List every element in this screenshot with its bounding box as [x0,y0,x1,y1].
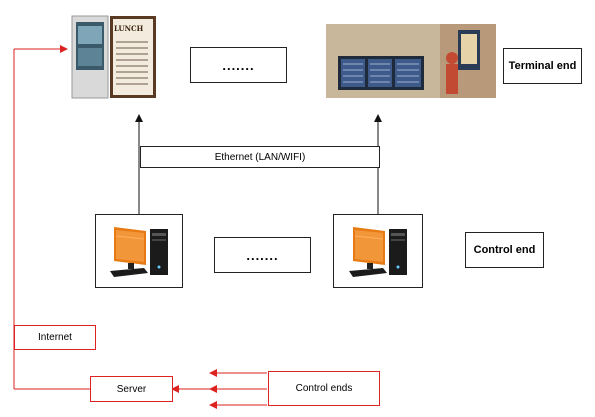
desktop-computer-icon [349,227,407,277]
control-computer-right [333,214,423,288]
menu-board-title: LUNCH [114,24,144,33]
internet-box: Internet [14,325,96,350]
terminal-ellipsis: ....... [222,57,255,73]
server-box: Server [90,376,173,402]
internet-label: Internet [38,332,72,343]
ethernet-label: Ethernet (LAN/WIFI) [214,151,306,163]
control-ellipsis-box: ....... [214,237,311,273]
control-end-label: Control end [473,244,536,256]
control-ellipsis: ....... [246,247,279,263]
control-ends-label: Control ends [295,383,353,394]
server-label: Server [116,383,147,395]
control-ends-box: Control ends [268,371,380,406]
terminal-ellipsis-box: ....... [190,47,287,83]
terminal-end-box: Terminal end [503,48,582,84]
ethernet-box: Ethernet (LAN/WIFI) [140,146,380,168]
control-computer-left [95,214,183,288]
terminal-end-label: Terminal end [508,60,577,72]
control-end-box: Control end [465,232,544,268]
desktop-computer-icon [110,227,168,277]
